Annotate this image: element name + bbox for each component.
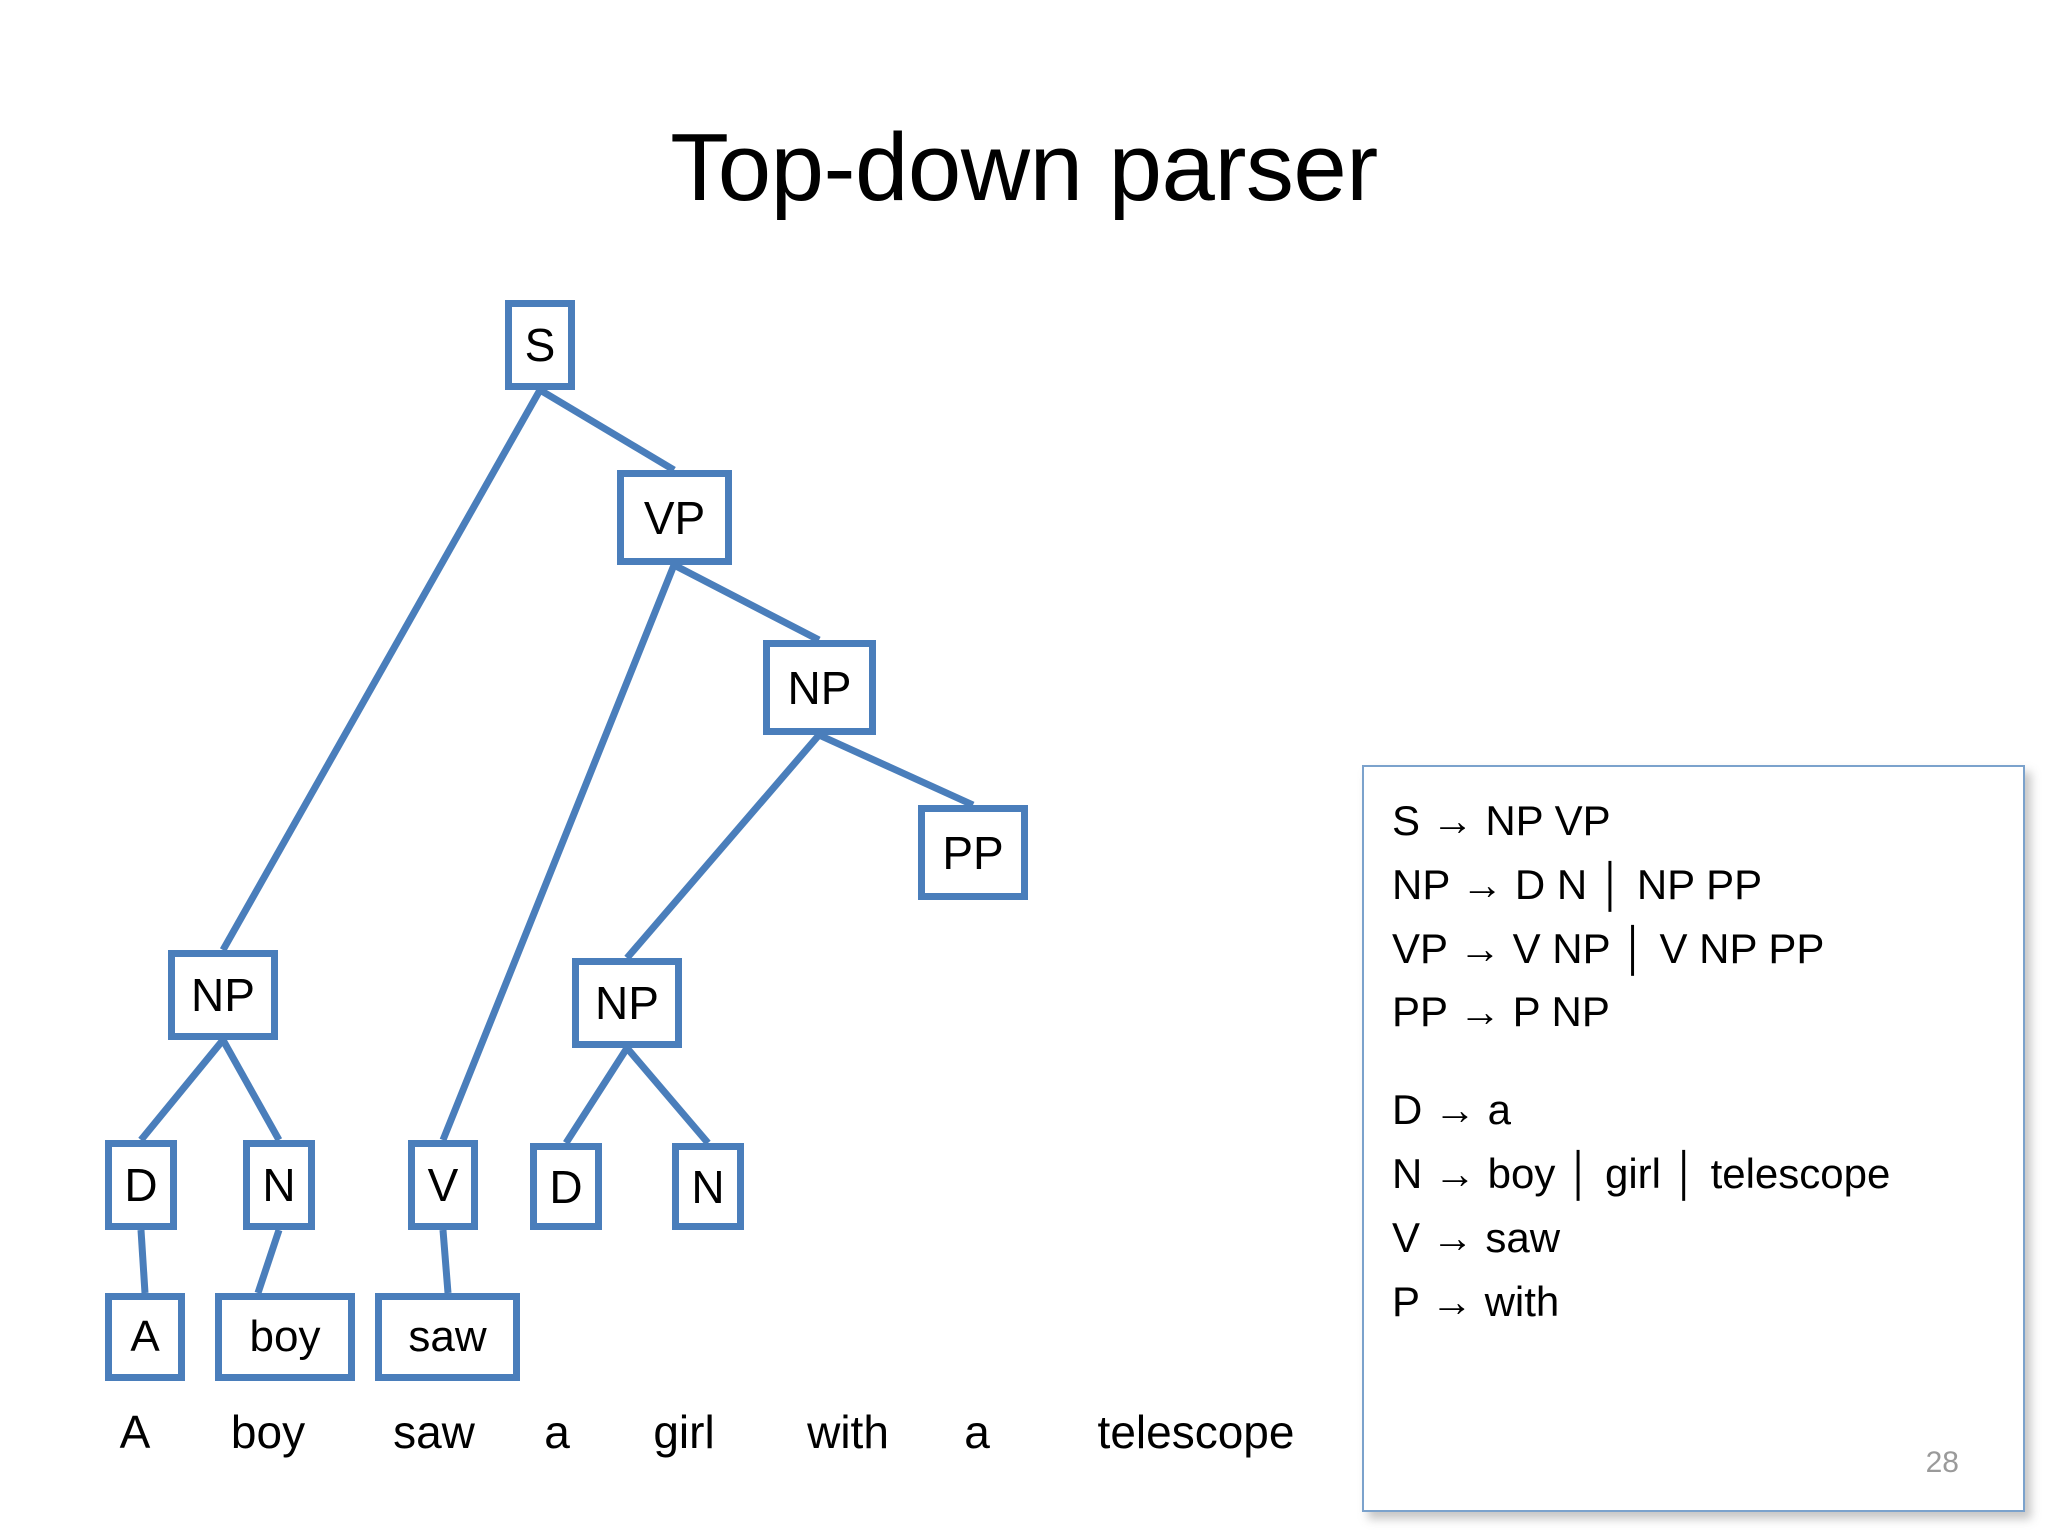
sentence-word: girl	[653, 1406, 715, 1458]
tree-node-s: S	[505, 300, 575, 390]
grammar-panel: S → NP VP NP → D N │ NP PP VP → V NP │ V N…	[1362, 765, 2025, 1512]
sentence-word: A	[119, 1406, 151, 1458]
tree-edge-VP-V1	[439, 563, 678, 1142]
grammar-rule: VP → V NP │ V NP PP	[1392, 924, 1825, 972]
tree-edge-VP-NP_obj	[672, 561, 821, 644]
grammar-rule: N → boy │ girl │ telescope	[1392, 1150, 1891, 1198]
tree-node-n1: N	[243, 1140, 315, 1230]
tree-leaf-saw: saw	[375, 1293, 520, 1381]
tree-leaf-a: A	[105, 1293, 185, 1381]
grammar-rule: P → with	[1392, 1277, 1560, 1325]
tree-node-n2: N	[672, 1143, 744, 1230]
tree-edge-V1-W_saw	[439, 1229, 452, 1294]
tree-node-label: NP	[191, 969, 255, 1021]
tree-node-d1: D	[105, 1140, 177, 1230]
tree-node-np_sub: NP	[168, 950, 278, 1040]
tree-edge-NP_sub-N1	[219, 1038, 283, 1142]
tree-edge-S-VP	[538, 386, 676, 474]
tree-edge-NP_low-D2	[563, 1046, 630, 1145]
tree-node-label: N	[262, 1159, 296, 1211]
tree-edge-D1-W_A	[137, 1229, 149, 1294]
grammar-rule: S → NP VP	[1392, 797, 1611, 844]
tree-node-label: VP	[643, 491, 706, 544]
tree-node-v1: V	[408, 1140, 478, 1230]
tree-node-label: S	[524, 319, 556, 371]
grammar-rule-list: S → NP VP NP → D N │ NP PP VP → V NP │ V N…	[1392, 789, 2023, 1334]
sentence-word: telescope	[1097, 1406, 1295, 1458]
sentence-word: a	[964, 1406, 990, 1458]
sentence-word: boy	[230, 1406, 306, 1458]
tree-node-np_obj: NP	[763, 640, 876, 735]
tree-leaf-label: boy	[249, 1312, 321, 1361]
tree-node-label: PP	[942, 826, 1004, 879]
tree-node-label: N	[691, 1160, 725, 1213]
slide-number: 28	[1925, 1446, 1959, 1479]
tree-edge-NP_sub-D1	[138, 1037, 226, 1143]
sentence-word: a	[544, 1406, 570, 1458]
grammar-rule: PP → P NP	[1392, 988, 1610, 1036]
page-title: Top-down parser	[670, 114, 1378, 221]
tree-node-d2: D	[530, 1143, 602, 1230]
tree-node-label: D	[124, 1159, 158, 1211]
tree-node-vp: VP	[617, 470, 732, 565]
sentence-word: with	[807, 1406, 889, 1458]
tree-node-pp: PP	[918, 805, 1028, 900]
tree-edge-NP_obj-PP	[817, 731, 975, 809]
tree-node-label: NP	[787, 661, 852, 714]
tree-edge-N1-W_boy	[254, 1228, 283, 1295]
tree-node-label: NP	[595, 977, 659, 1029]
tree-leaf-boy: boy	[215, 1293, 355, 1381]
grammar-rule: NP → D N │ NP PP	[1392, 860, 1763, 908]
tree-node-label: D	[549, 1160, 583, 1213]
tree-leaf-label: saw	[408, 1312, 487, 1361]
grammar-rule-spacer	[1392, 1044, 2023, 1078]
tree-edge-NP_obj-NP_low	[624, 732, 822, 961]
tree-edge-NP_low-N2	[624, 1045, 711, 1146]
sentence-word: saw	[393, 1406, 475, 1458]
grammar-rule: D → a	[1392, 1086, 1512, 1134]
tree-edge-S-NP_sub	[219, 388, 544, 952]
grammar-rule: V → saw	[1392, 1213, 1561, 1261]
tree-leaf-label: A	[130, 1312, 160, 1361]
tree-node-np_low: NP	[572, 958, 682, 1048]
tree-node-label: V	[427, 1159, 459, 1211]
